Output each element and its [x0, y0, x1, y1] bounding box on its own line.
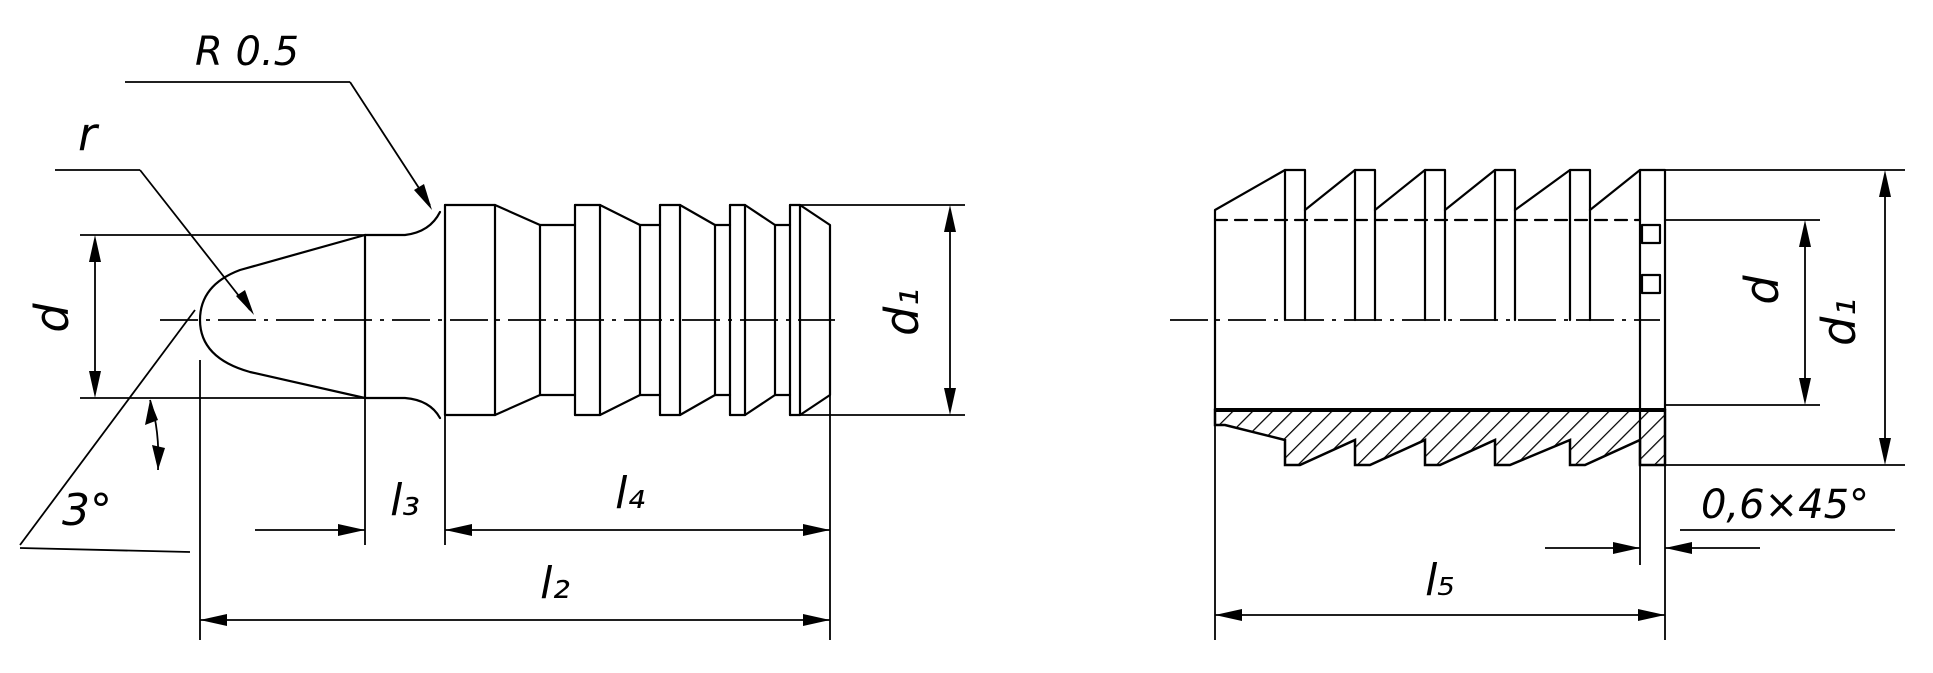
- l5-label: l₅: [1425, 555, 1455, 606]
- r-arrow: [236, 290, 254, 315]
- left-d-label: d: [25, 303, 79, 333]
- r-leader: [139, 169, 251, 311]
- chamfer-arrow-left: [1613, 542, 1640, 554]
- d1-arrow-top: [944, 205, 956, 232]
- neck-upper: [363, 210, 442, 237]
- l4-label: l₄: [615, 468, 645, 519]
- rd1-arrow-top: [1879, 170, 1891, 197]
- pin-tip-outline: [198, 233, 367, 400]
- d-arrow-top: [89, 235, 101, 262]
- l5-arrow-right: [1638, 609, 1665, 621]
- pin-teeth: [443, 203, 832, 417]
- hatched-section: [1213, 408, 1667, 467]
- l2-arrow-left: [200, 614, 227, 626]
- r05-arrow: [414, 184, 432, 210]
- rd-arrow-top: [1799, 220, 1811, 247]
- d-arrow-bottom: [89, 371, 101, 398]
- chamfer-arrow-right: [1665, 542, 1692, 554]
- r-label: r: [78, 107, 100, 161]
- l3-label: l₃: [390, 475, 420, 526]
- angle-label: 3°: [62, 485, 112, 536]
- right-d1-label: d₁: [1812, 298, 1866, 346]
- chamfer-label: 0,6×45°: [1701, 482, 1869, 528]
- neck-lower: [363, 396, 442, 420]
- radius-label: R 0.5: [195, 29, 299, 75]
- sleeve-teeth: [1213, 168, 1667, 467]
- l2-arrow-right: [803, 614, 830, 626]
- l4-arrow-left: [445, 524, 472, 536]
- left-d1-label: d₁: [875, 288, 929, 336]
- right-d-label: d: [1735, 275, 1789, 305]
- l5-arrow-left: [1215, 609, 1242, 621]
- rd1-arrow-bottom: [1879, 438, 1891, 465]
- left-view: d d₁ R 0.5 r 3° l₃: [19, 29, 965, 640]
- angle-arrow-bottom: [152, 445, 165, 470]
- right-view: d d₁ 0,6×45° l₅: [1170, 168, 1905, 640]
- l4-arrow-right: [803, 524, 830, 536]
- rd-arrow-bottom: [1799, 378, 1811, 405]
- d1-arrow-bottom: [944, 388, 956, 415]
- angle-base-line: [19, 547, 191, 553]
- l2-label: l₂: [540, 558, 570, 609]
- l3-arrow: [338, 524, 365, 536]
- r05-leader: [349, 81, 431, 206]
- angle-ext-line: [19, 309, 196, 546]
- angle-arrow-top: [145, 400, 158, 425]
